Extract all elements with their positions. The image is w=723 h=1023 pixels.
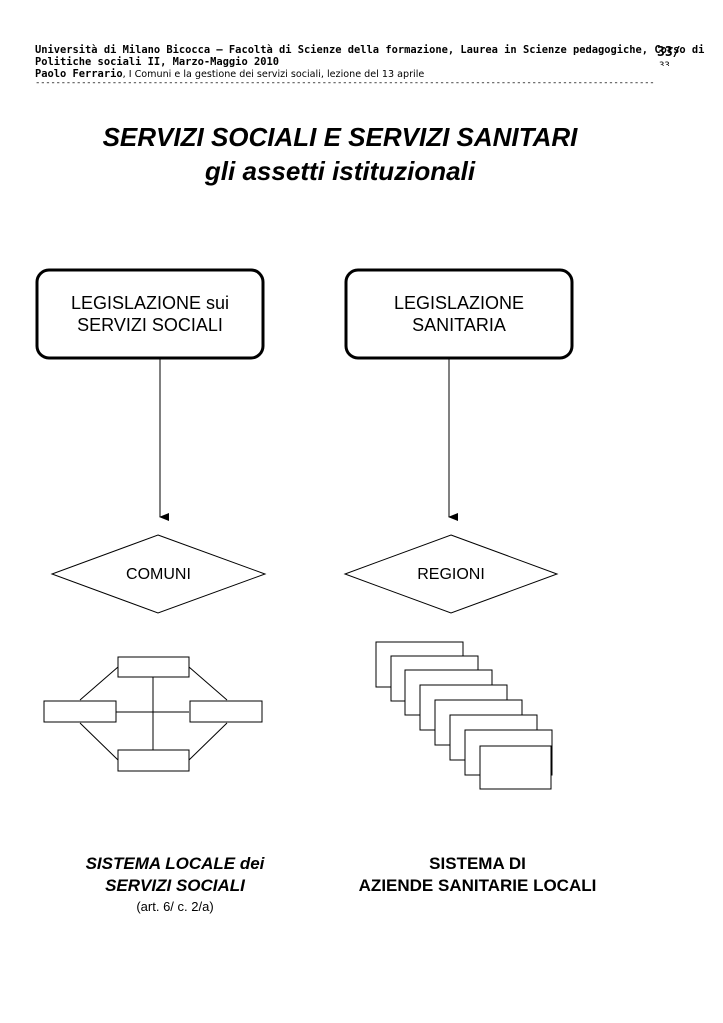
regioni-diamond (343, 534, 559, 614)
comuni-label: COMUNI (126, 566, 191, 583)
header-line-3: Paolo Ferrario, I Comuni e la gestione d… (35, 68, 424, 81)
asl-stack-icon (375, 641, 553, 790)
header-author: Paolo Ferrario (35, 68, 123, 80)
legislation-health-label: LEGISLAZIONE SANITARIA (393, 293, 525, 335)
legislation-social-box (35, 268, 265, 360)
article-reference: (art. 6/ c. 2/a) (136, 899, 214, 914)
header-separator: ----------------------------------------… (35, 78, 655, 88)
regioni-label: REGIONI (417, 566, 485, 583)
legislation-social-label: LEGISLAZIONE sui SERVIZI SOCIALI (70, 293, 230, 335)
comuni-diamond (50, 534, 267, 614)
page-number: 33/ (657, 45, 681, 60)
local-system-caption: SISTEMA LOCALE dei SERVIZI SOCIALI (85, 854, 265, 895)
header-line-1: Università di Milano Bicocca – Facoltà d… (35, 44, 705, 56)
page-total: 33 (659, 61, 670, 66)
header-lecture-info: , I Comuni e la gestione dei servizi soc… (122, 69, 425, 80)
legislation-health-box (344, 268, 574, 360)
page-subtitle: gli assetti istituzionali (204, 156, 476, 186)
page-title: SERVIZI SOCIALI E SERVIZI SANITARI (102, 122, 578, 152)
asl-system-caption: SISTEMA DI AZIENDE SANITARIE LOCALI (358, 854, 597, 895)
header-line-2: Politiche sociali II, Marzo-Maggio 2010 (35, 56, 279, 68)
local-network-icon (43, 656, 263, 772)
